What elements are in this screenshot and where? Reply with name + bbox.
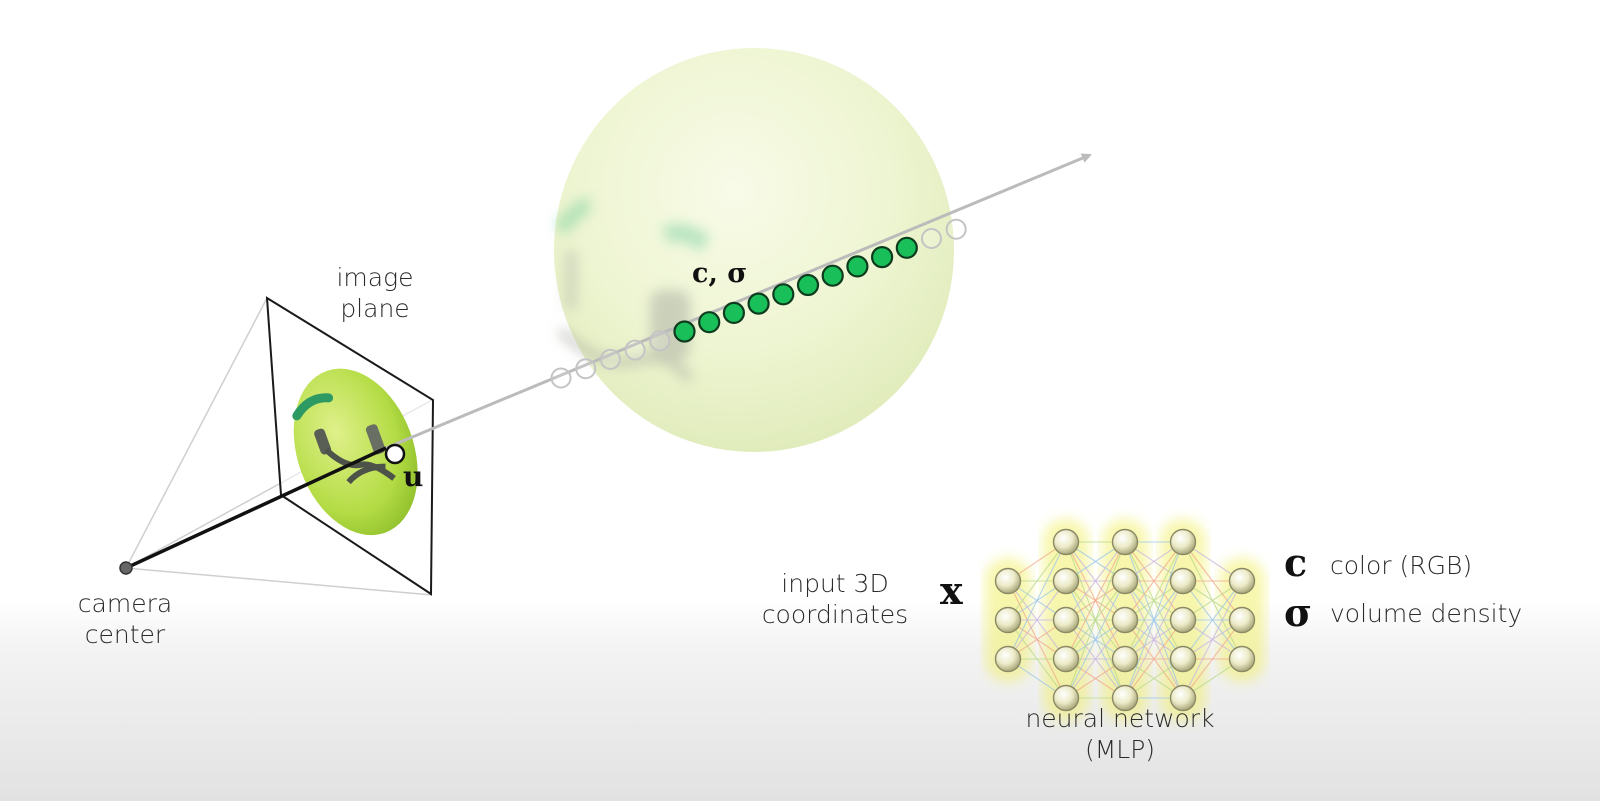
network-edge (1007, 541, 1067, 621)
output-sigma-symbol: σ (1284, 590, 1313, 635)
camera-center-label-line2: center (84, 620, 166, 649)
ray-sample-active (895, 236, 918, 259)
network-edge (1124, 619, 1184, 699)
network-node (1052, 528, 1080, 556)
network-node (994, 567, 1022, 595)
network-edge (1182, 580, 1243, 699)
ray-sample-active (796, 273, 820, 297)
network-node (1052, 645, 1080, 673)
network-node (1169, 606, 1197, 634)
input-symbol: x (940, 568, 963, 613)
network-node (1111, 645, 1139, 673)
ray-samples (550, 218, 967, 389)
network-edge (1007, 541, 1067, 660)
network-edge (1065, 541, 1126, 699)
network-node (1228, 645, 1256, 673)
network-edge (1007, 580, 1067, 660)
scene-volume (553, 48, 954, 452)
image-plane-label-line2: plane (340, 294, 410, 323)
camera-center-dot (119, 561, 133, 575)
network-edge (1065, 541, 1126, 660)
ray-sample-faded (945, 218, 967, 240)
ray-sample-faded (624, 339, 646, 361)
image-plane (265, 296, 435, 596)
ray-sample-active (698, 311, 721, 334)
input-label-line2: coordinates (761, 600, 909, 629)
camera-ray (125, 446, 387, 570)
network-node (1111, 684, 1139, 712)
network-node (1111, 528, 1139, 556)
ray-sample-active (673, 320, 696, 343)
network-node (1111, 567, 1139, 595)
ray-sample-active (747, 292, 770, 315)
network-node (994, 606, 1022, 634)
ray-sample-active (722, 301, 746, 324)
output-c-symbol: c (1284, 540, 1308, 585)
mlp-network (985, 519, 1265, 721)
input-label-line1: input 3D (781, 569, 889, 598)
ray-sample-faded (599, 348, 621, 370)
ray-sample-active (772, 283, 795, 306)
network-node (1169, 684, 1197, 712)
network-node (1169, 528, 1197, 556)
ray-extension (385, 153, 1092, 450)
projected-object (292, 368, 418, 536)
pixel-marker (384, 443, 406, 465)
output-c-text: color (RGB) (1330, 551, 1473, 580)
pixel-label: u (403, 460, 424, 493)
network-edge (1124, 541, 1184, 621)
input-label: input 3D coordinates (745, 568, 925, 630)
network-label-line2: (MLP) (1084, 735, 1156, 764)
network-edge (1182, 619, 1243, 699)
ray-sample-active (846, 255, 869, 278)
network-edge (1065, 580, 1126, 699)
network-node (1052, 606, 1080, 634)
ray-sample-faded (921, 228, 942, 249)
output-sigma-text: volume density (1330, 599, 1523, 628)
camera-center-label-line1: camera (77, 589, 173, 618)
camera-center-label: camera center (60, 588, 190, 650)
network-edge (1124, 541, 1184, 699)
ray-sample-active (821, 264, 844, 287)
network-node (1052, 684, 1080, 712)
sample-label: c, σ (692, 258, 748, 289)
network-node (1169, 645, 1197, 673)
network-label: neural network (MLP) (1020, 703, 1220, 765)
ray-sample-faded (550, 367, 572, 389)
faint-object (553, 197, 712, 384)
network-label-line1: neural network (1025, 704, 1215, 733)
image-plane-label-line1: image (336, 263, 414, 292)
network-edge (1124, 541, 1184, 660)
ray-sample-faded (649, 330, 671, 352)
network-edge (1065, 619, 1126, 699)
network-node (1169, 567, 1197, 595)
image-plane-label: image plane (320, 262, 430, 324)
network-edge (1124, 580, 1184, 699)
network-node (1111, 606, 1139, 634)
network-node (1052, 567, 1080, 595)
network-node (994, 645, 1022, 673)
ray-sample-active (870, 246, 894, 269)
network-edge (1182, 580, 1243, 660)
ray-sample-faded (575, 358, 597, 380)
network-node (1228, 567, 1256, 595)
network-edge (1065, 541, 1126, 621)
network-node (1228, 606, 1256, 634)
